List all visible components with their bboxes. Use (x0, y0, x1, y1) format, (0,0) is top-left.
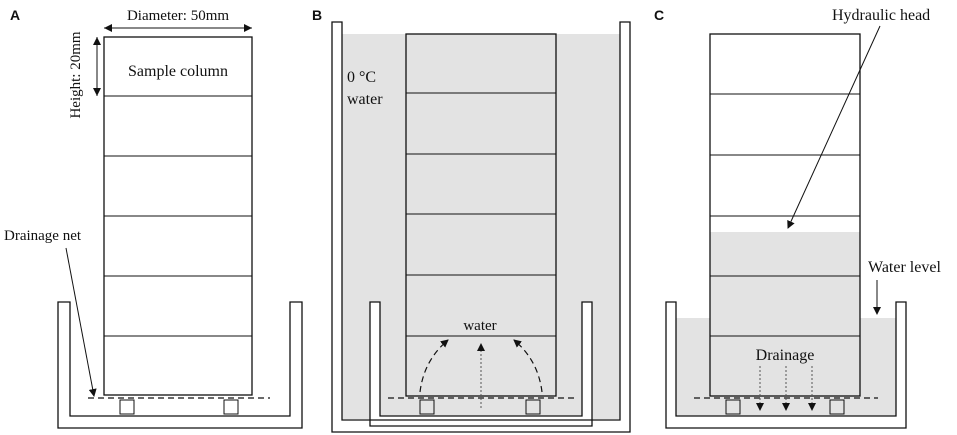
panel-b-tray-wall-right (582, 302, 592, 416)
panel-c-support-right (829, 399, 845, 415)
panel-a-tray (57, 301, 303, 429)
panel-b-outer-bath (331, 21, 631, 433)
panel-a-net-leader (65, 247, 97, 397)
panel-c-column-water (710, 232, 860, 396)
panel-a-column-label: Sample column (128, 63, 228, 80)
panel-a: A Diameter: 50mm Height: 20mm Sample col… (4, 6, 303, 429)
panel-c-head-leader (787, 25, 881, 229)
panel-a-height-label: Height: 20mm (68, 31, 84, 118)
panel-b: B 0 °C water water (312, 7, 631, 433)
panel-b-support-right (525, 399, 541, 415)
panel-a-diameter-label-bg (110, 6, 246, 24)
panel-b-inner-tray (369, 301, 593, 427)
panel-c-tray (665, 301, 907, 429)
panel-b-inflow-arrow-left (419, 339, 449, 393)
panel-a-diameter-label: Diameter: 50mm (127, 8, 229, 24)
panel-b-support-left (419, 399, 435, 415)
panel-a-height-arrow-bottom (93, 88, 101, 96)
panel-c-support-left (725, 399, 741, 415)
panel-c-level-label: Water level (868, 259, 941, 276)
panel-c: C Hydraulic head Water level Drainage (654, 7, 941, 429)
panel-c-sample-column (709, 33, 861, 397)
panel-c-head-label: Hydraulic head (832, 7, 930, 24)
panel-b-inflow-arrow-right (513, 339, 543, 393)
panel-a-support-left (119, 399, 135, 415)
panel-b-bath-label-line1: 0 °C (347, 69, 376, 86)
panel-b-bath-label-line2: water (347, 91, 383, 108)
panel-a-diameter-arrow-left (104, 24, 112, 32)
panel-b-letter: B (312, 7, 322, 23)
panel-a-support-right (223, 399, 239, 415)
panel-a-letter: A (10, 7, 20, 23)
panel-b-inflow-label: water (463, 318, 496, 334)
panel-a-diameter-arrow-right (244, 24, 252, 32)
panel-c-letter: C (654, 7, 664, 23)
panel-b-sample-column (405, 33, 557, 397)
panel-c-drain-label: Drainage (756, 347, 815, 364)
panel-a-net-label: Drainage net (4, 228, 82, 244)
panel-b-tray-floor (370, 416, 592, 426)
panel-a-height-arrow-top (93, 37, 101, 45)
panel-b-tray-wall-left (370, 302, 380, 416)
